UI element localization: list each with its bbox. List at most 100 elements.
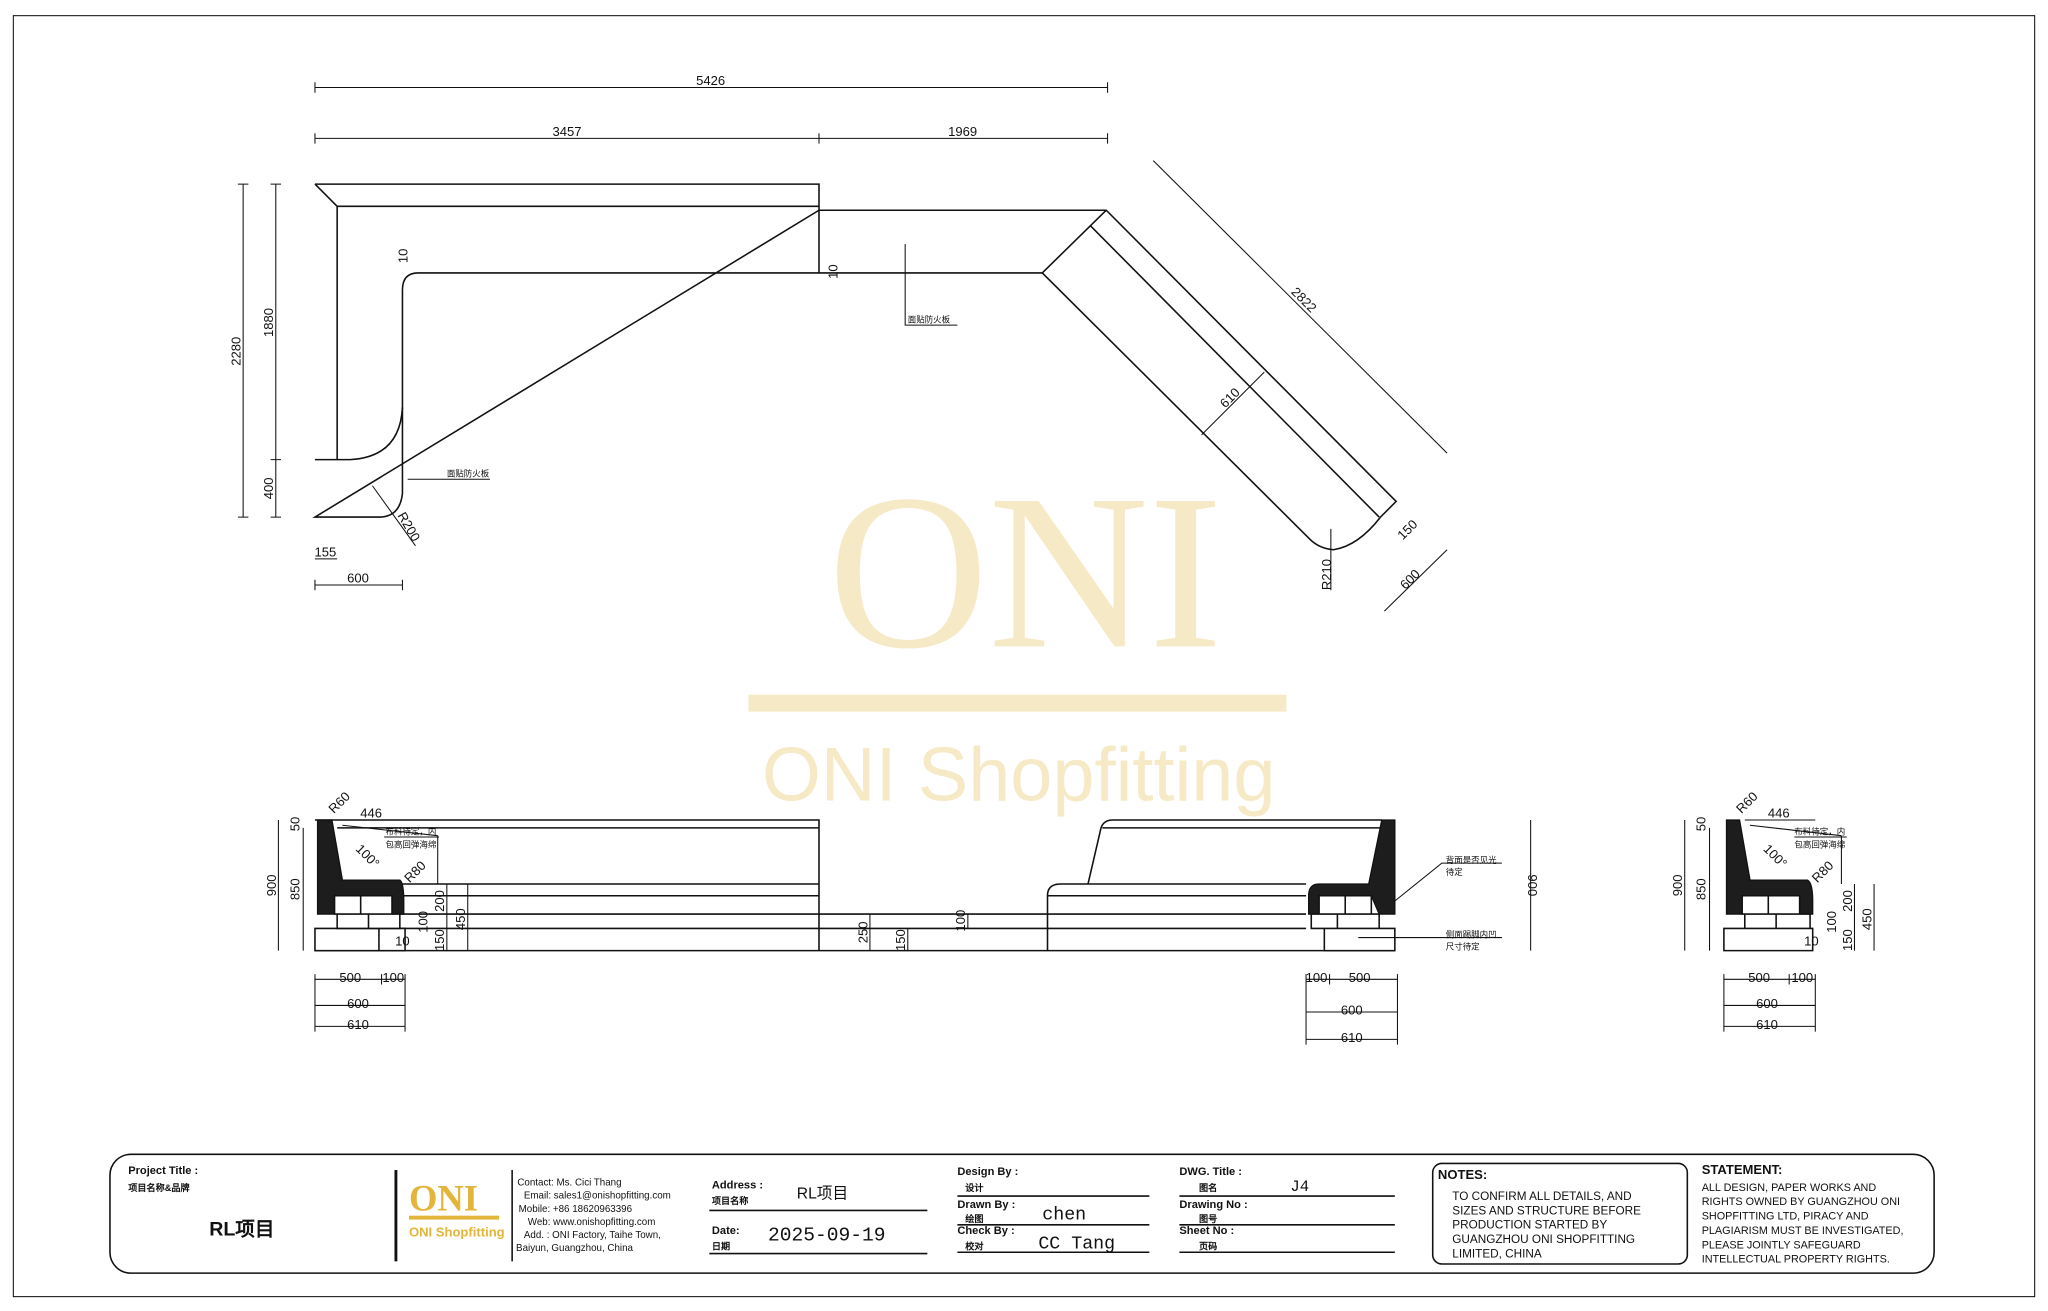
dim-mid: 100 xyxy=(415,911,430,933)
dim-100: 100 xyxy=(953,910,968,932)
design-by-label: Design By : xyxy=(957,1166,1018,1178)
dim-overall: 5426 xyxy=(696,73,725,88)
dim-w1: 500 xyxy=(339,970,361,985)
statement-line: PLAGIARISM MUST BE INVESTIGATED, xyxy=(1702,1225,1904,1237)
dim-gap-s: 10 xyxy=(1804,933,1819,948)
note-back-1: 背面是否见光 xyxy=(1446,855,1497,865)
plan-view: 5426 3457 1969 2280 1880 400 155 600 282… xyxy=(229,73,1448,612)
elevation-view: 900 850 50 R60 446 100° R80 200 100 150 … xyxy=(264,789,1875,1045)
contact-line: Add. : ONI Factory, Taihe Town, xyxy=(524,1230,661,1241)
date-cn: 日期 xyxy=(712,1241,730,1252)
notes-line: PRODUCTION STARTED BY xyxy=(1452,1219,1607,1232)
plan-diag-inner xyxy=(1041,209,1380,518)
dim-h-back: 850 xyxy=(287,878,302,900)
dim-w-610-right: 610 xyxy=(1341,1030,1363,1045)
note-kick-2: 尺寸待定 xyxy=(1446,941,1480,951)
dim-base-s: 150 xyxy=(1840,929,1855,951)
project-title: RL项目 xyxy=(209,1218,274,1240)
note-fireboard-right: 面贴防火板 xyxy=(908,315,951,325)
notes-box xyxy=(1431,1162,1689,1265)
notes-text: TO CONFIRM ALL DETAILS, AND SIZES AND ST… xyxy=(1452,1190,1641,1260)
elev-middle-dims: 250 150 100 xyxy=(855,910,968,951)
dim-angle-s: 100° xyxy=(1761,841,1791,871)
notes-line: LIMITED, CHINA xyxy=(1452,1247,1542,1260)
bench-right-lines xyxy=(1046,819,1395,952)
dim-top: 50 xyxy=(287,817,302,832)
statement-line: PLEASE JOINTLY SAFEGUARD xyxy=(1702,1239,1861,1251)
dim-w-600: 600 xyxy=(347,996,369,1011)
check-by-value: CC Tang xyxy=(1038,1234,1115,1254)
dim-w2-s: 100 xyxy=(1791,970,1813,985)
dim-depth-total: 2280 xyxy=(229,337,244,366)
dim-w-610-s: 610 xyxy=(1756,1017,1778,1032)
contact-line: Web: www.onishopfitting.com xyxy=(528,1217,656,1228)
date-value: 2025-09-19 xyxy=(768,1224,886,1246)
contact-info: Contact: Ms. Cici Thang Email: sales1@on… xyxy=(516,1178,671,1254)
dim-depth-upper: 1880 xyxy=(261,308,276,337)
note-back-2: 待定 xyxy=(1446,867,1463,877)
statement-line: SHOPFITTING LTD, PIRACY AND xyxy=(1702,1211,1869,1223)
notes-line: TO CONFIRM ALL DETAILS, AND xyxy=(1452,1190,1631,1203)
statement-line: ALL DESIGN, PAPER WORKS AND xyxy=(1702,1182,1877,1194)
watermark-bar xyxy=(748,694,1287,712)
title-block-frame xyxy=(109,1153,1935,1274)
address-label: Address : xyxy=(712,1179,763,1191)
sheet-no-label: Sheet No : xyxy=(1179,1225,1234,1237)
contact-line: Contact: Ms. Cici Thang xyxy=(517,1178,621,1189)
dim-150: 150 xyxy=(893,929,908,951)
dim-gap: 10 xyxy=(395,933,410,948)
bench-right-back-cushion xyxy=(1308,819,1396,915)
statement-text: ALL DESIGN, PAPER WORKS AND RIGHTS OWNED… xyxy=(1702,1182,1904,1266)
dim-left-run: 3457 xyxy=(552,124,581,139)
dim-seat-h: 450 xyxy=(453,908,468,930)
notes-title: NOTES: xyxy=(1438,1167,1487,1182)
dim-mid-s: 100 xyxy=(1824,911,1839,933)
dim-gap-right: 10 xyxy=(825,264,840,279)
dim-h-total: 900 xyxy=(264,874,279,896)
dim-r-top: R60 xyxy=(325,789,353,817)
dim-back-top-s: 446 xyxy=(1768,805,1790,820)
drawing-no-cn: 图号 xyxy=(1199,1214,1217,1224)
dim-radius-right: R210 xyxy=(1319,559,1334,590)
dim-w-600-s: 600 xyxy=(1756,996,1778,1011)
note-fabric-2: 包高回弹海绵 xyxy=(385,839,436,849)
watermark-logo: ONI xyxy=(828,449,1223,695)
dim-diag-depth: 610 xyxy=(1217,385,1243,411)
drawn-by-value: chen xyxy=(1042,1206,1086,1226)
watermark: ONI ONI Shopfitting xyxy=(748,449,1287,817)
dim-250: 250 xyxy=(855,921,870,943)
dim-lines xyxy=(237,82,1448,612)
dim-r-seat-s: R80 xyxy=(1809,858,1837,886)
check-by-label: Check By : xyxy=(957,1225,1014,1237)
drawn-by-label: Drawn By : xyxy=(957,1199,1015,1211)
note-fabric-1-s: 布料待定，内 xyxy=(1794,826,1845,836)
notes-line: SIZES AND STRUCTURE BEFORE xyxy=(1452,1204,1641,1217)
dim-w-610: 610 xyxy=(347,1017,369,1032)
statement-title: STATEMENT: xyxy=(1702,1162,1783,1177)
dim-gap-left: 10 xyxy=(396,249,411,264)
dim-seat-h-s: 450 xyxy=(1859,908,1874,930)
dim-seat: 200 xyxy=(432,890,447,912)
note-fireboard-left: 面贴防火板 xyxy=(447,469,490,479)
watermark-tagline: ONI Shopfitting xyxy=(762,732,1275,817)
dim-h-total-right: 900 xyxy=(1525,874,1540,896)
dim-h-back-s: 850 xyxy=(1694,878,1709,900)
dwg-title-cn: 图名 xyxy=(1199,1182,1217,1193)
drawing-no-label: Drawing No : xyxy=(1179,1199,1247,1211)
check-by-cn: 校对 xyxy=(965,1241,983,1252)
plan-back-inner xyxy=(314,183,819,461)
dim-base: 150 xyxy=(432,929,447,951)
notes-line: GUANGZHOU ONI SHOPFITTING xyxy=(1452,1233,1635,1246)
dwg-title-value: J4 xyxy=(1290,1178,1309,1196)
bench-left-base xyxy=(314,927,406,952)
dim-h-total-s: 900 xyxy=(1670,874,1685,896)
dim-diag-back: 150 xyxy=(1394,517,1420,543)
oni-logo: ONI xyxy=(409,1177,478,1218)
dim-w2-right: 500 xyxy=(1349,970,1371,985)
sheet-no-cn: 页码 xyxy=(1199,1242,1217,1252)
bench-right-blocks xyxy=(1310,894,1396,952)
dim-r-top-s: R60 xyxy=(1733,789,1761,817)
dim-back: 155 xyxy=(315,544,337,559)
contact-line: Email: sales1@onishopfitting.com xyxy=(524,1191,671,1202)
